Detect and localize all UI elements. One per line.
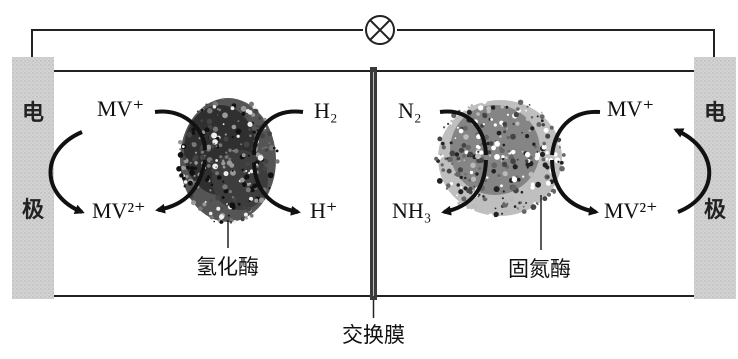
left-mv-2plus-label: MV²⁺ [92,198,146,223]
right-electrode-char-top: 电 [704,101,727,126]
left-electrode-char-top: 电 [22,101,45,126]
left-enzyme-to-mv2-arrow [155,159,207,214]
left-mv-curve-arrow [154,109,207,151]
nitrogenase-blob [434,98,566,219]
n2-label: N₂ [398,98,422,123]
left-cycle-arrow [48,130,85,215]
hydrogenase-label: 氢化酶 [196,255,259,279]
right-electrode [694,57,736,299]
h-plus-label: H⁺ [310,198,338,223]
right-mv-plus-label: MV⁺ [607,96,655,121]
right-enzyme-to-mv2-arrow [550,159,599,216]
nh3-label: NH₃ [392,198,432,223]
right-cycle-arrow [673,128,712,214]
circuit-wire [31,29,715,57]
h2-label: H₂ [314,98,338,123]
left-mv-plus-label: MV⁺ [97,96,145,121]
right-electrode-char-bottom: 极 [704,198,727,223]
meter-cross-icon [369,19,391,41]
exchange-membrane-label: 交换膜 [342,323,405,347]
right-n2-curve-arrow [439,109,488,156]
left-hplus-arrow [252,161,301,216]
hydrogenase-blob [176,97,280,224]
right-mv-2plus-label: MV²⁺ [604,198,658,223]
left-electrode [12,57,54,299]
right-mv-curve-arrow [550,109,601,156]
nitrogenase-label: 固氮酶 [508,257,571,281]
left-h2-curve-arrow [252,109,304,156]
left-electrode-char-bottom: 极 [22,198,45,223]
right-nh3-arrow [441,159,488,216]
